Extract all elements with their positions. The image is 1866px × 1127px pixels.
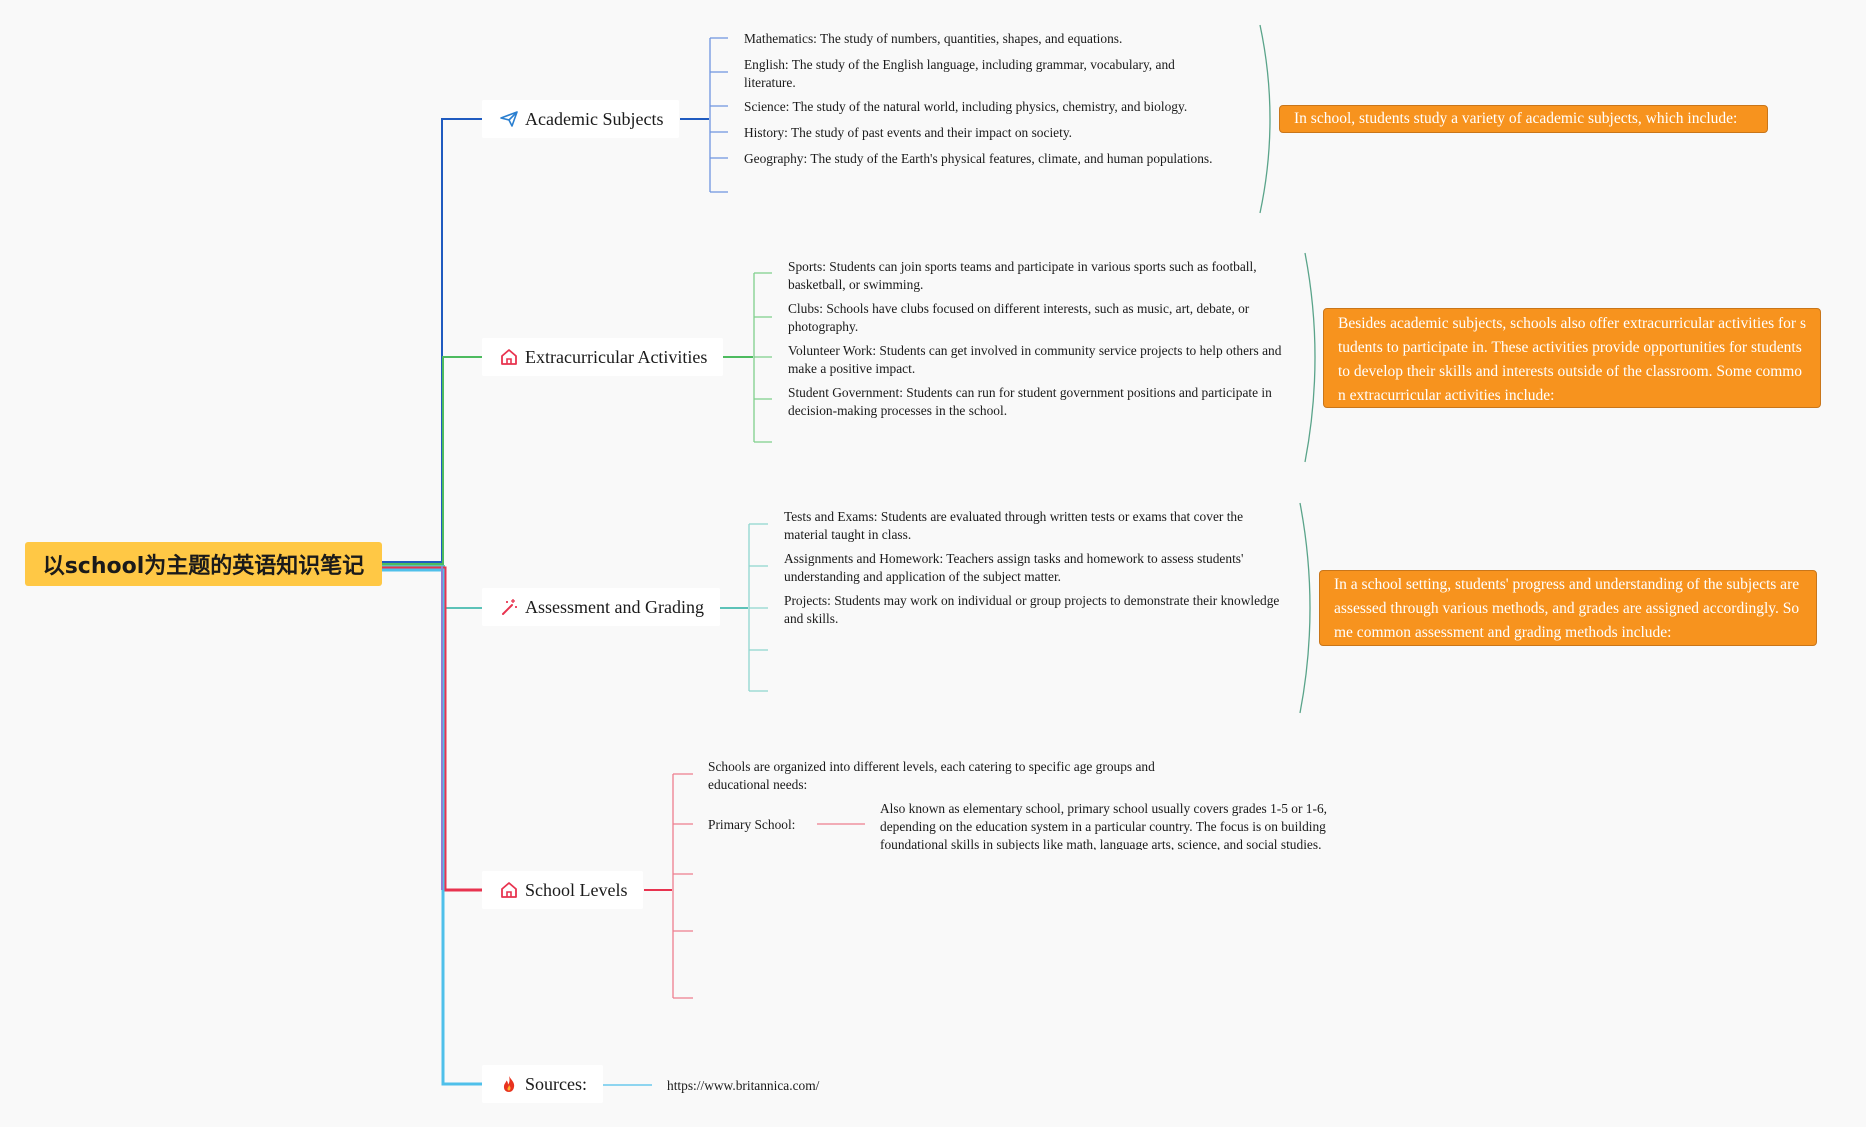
branch-label: School Levels (525, 879, 628, 900)
fire-icon (499, 1074, 519, 1094)
branch-school-levels[interactable]: School Levels (482, 871, 644, 909)
house-icon (499, 347, 519, 367)
branch-academic-subjects[interactable]: Academic Subjects (482, 100, 680, 138)
root-connector-assessment (382, 565, 482, 609)
branch-label: Sources: (525, 1073, 587, 1094)
source-link[interactable]: https://www.britannica.com/ (667, 1078, 820, 1093)
branch-extracurricular-activities[interactable]: Extracurricular Activities (482, 338, 724, 376)
note-academic-subjects: In school, students study a variety of a… (1279, 105, 1768, 133)
magic-wand-icon (499, 597, 519, 617)
branch-assessment-and-grading[interactable]: Assessment and Grading (482, 588, 720, 626)
list-item: Student Government: Students can run for… (788, 385, 1272, 418)
root-connector-levels (382, 566, 482, 892)
root-topic[interactable]: 以school为主题的英语知识笔记 (25, 542, 382, 586)
sub-item-primary-school: Also known as elementary school, primary… (880, 801, 1327, 850)
branch-label: Assessment and Grading (525, 596, 704, 617)
house-icon (499, 880, 519, 900)
branch-label: Extracurricular Activities (525, 346, 708, 367)
list-item: Assignments and Homework: Teachers assig… (784, 551, 1244, 584)
root-connector-academic (382, 118, 482, 563)
root-connector-extracurricular (382, 356, 482, 565)
list-item: Mathematics: The study of numbers, quant… (744, 31, 1123, 46)
branch-sources[interactable]: Sources: (482, 1065, 603, 1103)
list-item: Primary School: (708, 817, 796, 832)
branch-label: Academic Subjects (525, 108, 664, 129)
list-item: Projects: Students may work on individua… (784, 593, 1280, 626)
list-item: Schools are organized into different lev… (708, 759, 1155, 792)
list-item: Clubs: Schools have clubs focused on dif… (788, 301, 1250, 334)
list-item: English: The study of the English langua… (744, 57, 1175, 90)
list-item: Sports: Students can join sports teams a… (788, 259, 1257, 292)
root-title: 以school为主题的英语知识笔记 (42, 554, 365, 579)
list-item: Geography: The study of the Earth's phys… (744, 151, 1213, 166)
list-item: Tests and Exams: Students are evaluated … (784, 509, 1244, 542)
paper-plane-icon (499, 109, 519, 129)
note-extracurricular-activities: Besides academic subjects, schools also … (1323, 308, 1821, 408)
list-item: Science: The study of the natural world,… (744, 99, 1188, 114)
root-connector-sources (382, 568, 482, 1086)
note-assessment-and-grading: In a school setting, students' progress … (1319, 570, 1817, 646)
list-item: History: The study of past events and th… (744, 125, 1073, 140)
list-item: Volunteer Work: Students can get involve… (788, 343, 1282, 376)
